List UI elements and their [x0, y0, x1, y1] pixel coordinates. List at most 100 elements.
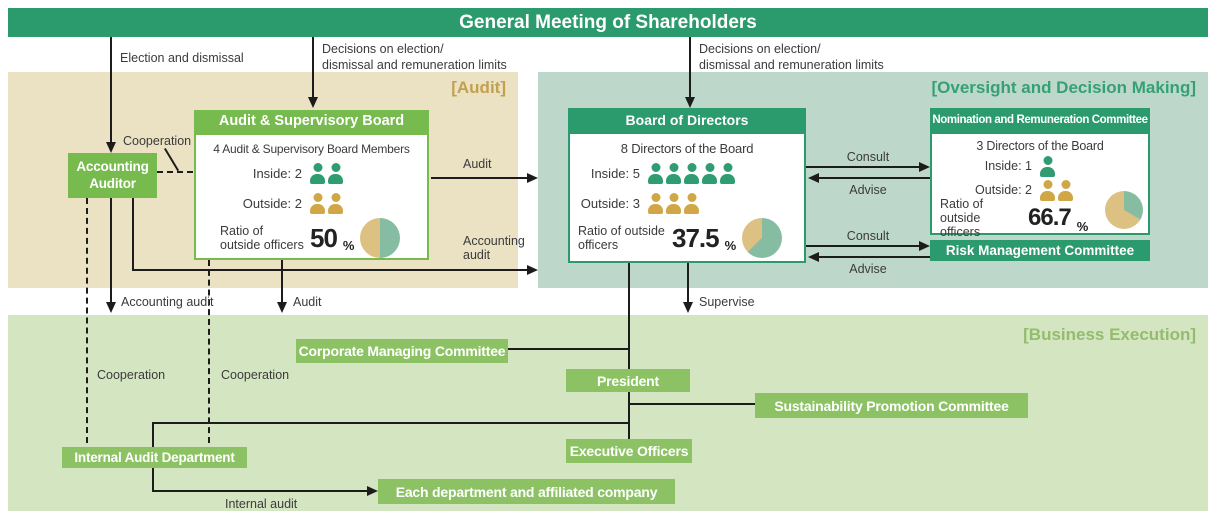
asb-percent-sign: %	[342, 238, 355, 253]
nomination-members-text: 3 Directors of the Board	[976, 139, 1104, 153]
board-ratio-label: Ratio of outside officers	[578, 224, 665, 252]
person-icon	[648, 163, 663, 184]
board-of-directors-box: Board of Directors 8 Directors of the Bo…	[568, 108, 806, 263]
decisions-line1: Decisions on election/	[699, 42, 821, 56]
decisions-label-right: Decisions on election/ dismissal and rem…	[699, 42, 884, 73]
sustainability-promotion-committee-box: Sustainability Promotion Committee	[755, 393, 1028, 418]
audit-down-arrow	[281, 260, 283, 303]
decisions-line2: dismissal and remuneration limits	[322, 57, 507, 72]
cooperation-label-left: Cooperation	[97, 368, 166, 382]
cooperation-label-top: Cooperation	[123, 134, 192, 148]
asb-outside-person-icons	[310, 193, 343, 214]
person-icon	[1040, 180, 1055, 201]
advise-arrow-2	[818, 256, 930, 258]
accounting-audit-line-vertical	[132, 198, 134, 271]
accounting-audit-arrow	[132, 269, 528, 271]
board-outside-person-icons	[648, 193, 699, 214]
internal-audit-label: Internal audit	[225, 497, 298, 511]
consult-arrow-1	[806, 166, 920, 168]
president-box: President	[566, 369, 690, 392]
audit-down-label: Audit	[293, 295, 322, 309]
accounting-auditor-box: Accounting Auditor	[68, 153, 157, 198]
nomination-outside-label: Outside: 2	[975, 183, 1032, 197]
audit-section-label: [Audit]	[451, 78, 506, 97]
person-icon	[666, 163, 681, 184]
person-icon	[702, 163, 717, 184]
person-icon	[1058, 180, 1073, 201]
person-icon	[684, 163, 699, 184]
election-label: Election and dismissal	[120, 51, 244, 65]
decisions-arrow-right	[689, 37, 691, 98]
nomination-ratio-label: Ratio of outside officers	[940, 197, 984, 239]
advise-arrow-1	[818, 177, 930, 179]
asb-members-text: 4 Audit & Supervisory Board Members	[213, 142, 410, 156]
internal-audit-connector	[152, 422, 630, 424]
audit-supervisory-board-header: Audit & Supervisory Board	[194, 110, 429, 133]
person-icon	[328, 193, 343, 214]
decisions-line1: Decisions on election/	[322, 42, 444, 56]
oversight-section-label: [Oversight and Decision Making]	[931, 78, 1197, 97]
pie-chart	[360, 218, 401, 258]
person-icon	[310, 163, 325, 184]
consult-arrow-2	[806, 245, 920, 247]
person-icon	[328, 163, 343, 184]
business-section-label: [Business Execution]	[1023, 325, 1196, 344]
decisions-label-left: Decisions on election/ dismissal and rem…	[322, 42, 507, 73]
internal-audit-line-vertical	[152, 468, 154, 492]
person-icon	[310, 193, 325, 214]
audit-arrow	[431, 177, 528, 179]
risk-management-committee-bar: Risk Management Committee	[930, 240, 1150, 261]
each-department-box: Each department and affiliated company	[378, 479, 675, 504]
person-icon	[720, 163, 735, 184]
supervise-arrow	[687, 263, 689, 303]
board-outside-label: Outside: 3	[580, 195, 640, 211]
board-percent-sign: %	[724, 238, 737, 253]
person-icon	[666, 193, 681, 214]
decisions-arrow-left	[312, 37, 314, 98]
cooperation-dashed-line-left	[86, 198, 88, 443]
person-icon	[684, 193, 699, 214]
consult-label-1: Consult	[846, 150, 890, 164]
supervise-label: Supervise	[699, 295, 755, 309]
consult-label-2: Consult	[846, 229, 890, 243]
executive-officers-box: Executive Officers	[566, 439, 692, 463]
president-to-executive-line	[628, 392, 630, 439]
internal-audit-arrow	[152, 490, 368, 492]
cooperation-label-mid: Cooperation	[221, 368, 290, 382]
board-inside-person-icons	[648, 163, 735, 184]
board-to-president-line	[628, 263, 630, 369]
board-inside-label: Inside: 5	[590, 165, 640, 181]
accounting-auditor-line2: Auditor	[89, 175, 136, 191]
nomination-remuneration-committee-box: Nomination and Remuneration Committee 3 …	[930, 108, 1150, 239]
accounting-audit-down-label: Accounting audit	[121, 295, 214, 309]
advise-label-1: Advise	[849, 183, 887, 197]
nomination-remuneration-committee-body: 3 Directors of the Board Inside: 1 Outsi…	[930, 132, 1150, 239]
cooperation-dashed-line	[157, 171, 193, 173]
accounting-audit-down-arrow	[110, 198, 112, 303]
accounting-audit-arrow-label: Accounting audit	[463, 234, 525, 263]
asb-ratio-label: Ratio of outside officers	[220, 224, 304, 252]
nomination-remuneration-committee-header: Nomination and Remuneration Committee	[930, 108, 1150, 132]
accounting-auditor-line1: Accounting	[76, 158, 149, 174]
asb-ratio-value: 50	[310, 222, 338, 253]
advise-label-2: Advise	[849, 262, 887, 276]
board-of-directors-body: 8 Directors of the Board Inside: 5 Outsi…	[568, 132, 806, 263]
nomination-inside-label: Inside: 1	[984, 159, 1032, 173]
pie-chart	[1105, 191, 1143, 229]
asb-inside-person-icons	[310, 163, 343, 184]
board-of-directors-header: Board of Directors	[568, 108, 806, 132]
nomination-percent-sign: %	[1076, 219, 1089, 234]
internal-audit-department-box: Internal Audit Department	[62, 447, 247, 468]
person-icon	[1040, 156, 1055, 177]
audit-arrow-label: Audit	[463, 157, 492, 171]
election-arrow	[110, 37, 112, 143]
cooperation-dashed-line-mid	[208, 260, 210, 443]
asb-inside-label: Inside: 2	[252, 165, 302, 181]
internal-audit-riser	[152, 422, 154, 447]
general-meeting-banner: General Meeting of Shareholders	[8, 8, 1208, 37]
corporate-committee-connector	[508, 348, 630, 350]
decisions-line2: dismissal and remuneration limits	[699, 57, 884, 72]
pie-chart	[742, 218, 783, 258]
nomination-inside-person-icons	[1040, 156, 1055, 177]
